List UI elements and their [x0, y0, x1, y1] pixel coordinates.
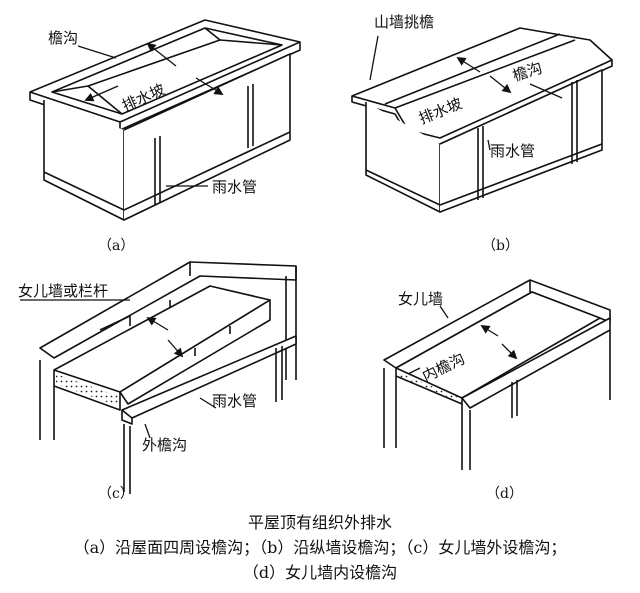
- label-gable-eave: 山墙挑檐: [374, 13, 434, 31]
- panel-caption: （b）: [482, 238, 519, 254]
- label-outer-gutter: 外檐沟: [142, 436, 187, 454]
- panel-d-arrows: [407, 305, 518, 375]
- panel-c-arrows: [20, 299, 217, 439]
- slope-arrow: [501, 343, 518, 360]
- slope-arrow: [146, 317, 169, 331]
- leader-line: [529, 83, 563, 99]
- label-parapet: 女儿墙: [398, 290, 443, 308]
- panel-c: [39, 261, 297, 494]
- slope-arrow: [195, 77, 224, 95]
- slope-arrow: [480, 325, 499, 337]
- leader-line: [144, 423, 151, 439]
- panel-a-arrows: [77, 42, 224, 187]
- leader-line: [439, 305, 449, 319]
- caption-line-2: （d）女儿墙内设檐沟: [242, 563, 398, 582]
- figure-caption: 平屋顶有组织外排水 （a）沿屋面四周设檐沟；（b）沿纵墙设檐沟；（c）女儿墙外设…: [0, 510, 640, 585]
- label-gutter: 檐沟: [48, 29, 78, 47]
- caption-line-1: （a）沿屋面四周设檐沟；（b）沿纵墙设檐沟；（c）女儿墙外设檐沟；: [73, 538, 567, 557]
- panel-caption: （c）: [98, 486, 134, 502]
- panel-caption: （a）: [98, 238, 134, 254]
- slope-arrow: [489, 75, 512, 94]
- slope-arrow: [84, 85, 119, 102]
- slope-arrow: [167, 339, 184, 358]
- leader-line: [77, 45, 117, 59]
- panel-a: [29, 19, 301, 221]
- label-downpipe: 雨水管: [212, 392, 257, 410]
- leader-line: [487, 139, 491, 151]
- panel-caption: （d）: [486, 486, 523, 502]
- slope-arrow: [146, 42, 177, 67]
- drainage-diagram: 檐沟 排水坡 雨水管 （a） 山墙挑檐 排水坡 檐沟 雨水管 （b）: [18, 13, 613, 502]
- panel-b: [351, 27, 613, 213]
- panel-b-arrows: [369, 35, 563, 151]
- panel-d: [383, 279, 611, 470]
- slope-arrow: [456, 57, 481, 73]
- leader-line: [369, 35, 379, 81]
- leader-line: [199, 397, 217, 409]
- caption-title: 平屋顶有组织外排水: [247, 513, 392, 532]
- leader-line: [407, 367, 421, 375]
- label-downpipe: 雨水管: [212, 178, 257, 196]
- label-downpipe: 雨水管: [490, 142, 535, 160]
- label-parapet: 女儿墙或栏杆: [18, 282, 108, 300]
